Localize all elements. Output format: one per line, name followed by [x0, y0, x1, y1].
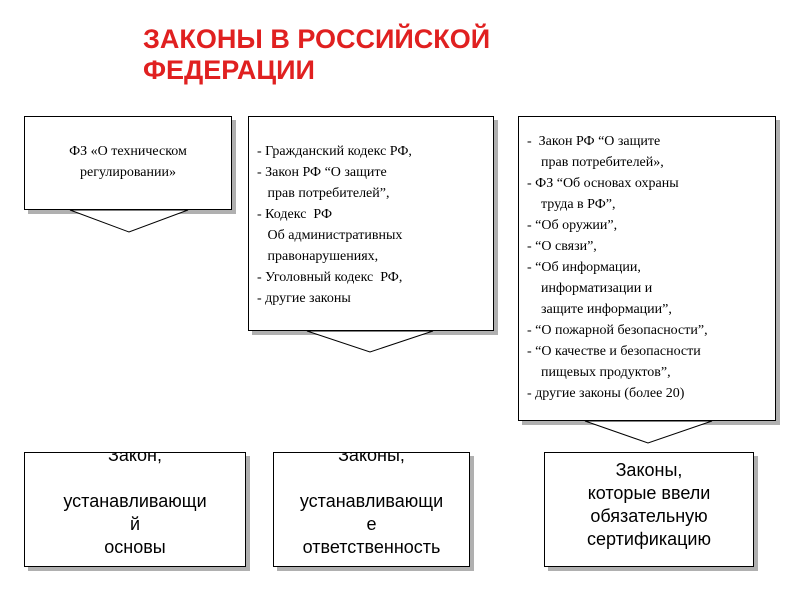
list-item: пищевых продуктов”,: [527, 365, 671, 380]
list-item: - Закон РФ “О защите: [257, 165, 387, 180]
list-item: прав потребителей»,: [527, 155, 664, 170]
list-item: Об административных: [257, 228, 403, 243]
box-certification-establishing-laws: Законы, которые ввели обязательную серти…: [544, 452, 754, 567]
list-item: - Закон РФ “О защите: [527, 134, 661, 149]
list-item: прав потребителей”,: [257, 186, 390, 201]
title-line-2: ФЕДЕРАЦИИ: [143, 55, 315, 85]
list-item: - “О качестве и безопасности: [527, 344, 701, 359]
list-item: - “О связи”,: [527, 239, 597, 254]
bottom3-text: Законы, которые ввели обязательную серти…: [587, 460, 711, 549]
list-item: труда в РФ”,: [527, 197, 616, 212]
list-item: информатизации и: [527, 281, 653, 296]
list-item: - Гражданский кодекс РФ,: [257, 144, 412, 159]
bottom2-text: Законы, устанавливающи е ответственность: [299, 452, 444, 557]
list-item: - другие законы: [257, 291, 351, 306]
list-item: - Уголовный кодекс РФ,: [257, 270, 403, 285]
list-item: - “Об оружии”,: [527, 218, 618, 233]
list-item: защите информации”,: [527, 302, 672, 317]
list-item: - другие законы (более 20): [527, 386, 685, 401]
box-liability-laws: - Гражданский кодекс РФ, - Закон РФ “О за…: [248, 116, 494, 331]
box-technical-regulation: ФЗ «О техническом регулировании»: [24, 116, 232, 210]
box2-list: - Гражданский кодекс РФ, - Закон РФ “О за…: [257, 141, 493, 309]
box-certification-laws: - Закон РФ “О защите прав потребителей»,…: [518, 116, 776, 421]
page-title: ЗАКОНЫ В РОССИЙСКОЙ ФЕДЕРАЦИИ: [143, 24, 603, 86]
list-item: правонарушениях,: [257, 249, 379, 264]
box-basic-law: Закон, устанавливающи й основы: [24, 452, 246, 567]
list-item: - ФЗ “Об основах охраны: [527, 176, 679, 191]
list-item: - Кодекс РФ: [257, 207, 333, 222]
box3-list: - Закон РФ “О защите прав потребителей»,…: [527, 131, 775, 404]
list-item: - “Об информации,: [527, 260, 641, 275]
box1-line-2: регулировании»: [80, 165, 176, 180]
box-liability-establishing-laws: Законы, устанавливающи е ответственность: [273, 452, 470, 567]
box1-line-1: ФЗ «О техническом: [69, 144, 187, 159]
bottom1-text: Закон, устанавливающи й основы: [63, 452, 207, 557]
list-item: - “О пожарной безопасности”,: [527, 323, 708, 338]
title-line-1: ЗАКОНЫ В РОССИЙСКОЙ: [143, 24, 491, 54]
